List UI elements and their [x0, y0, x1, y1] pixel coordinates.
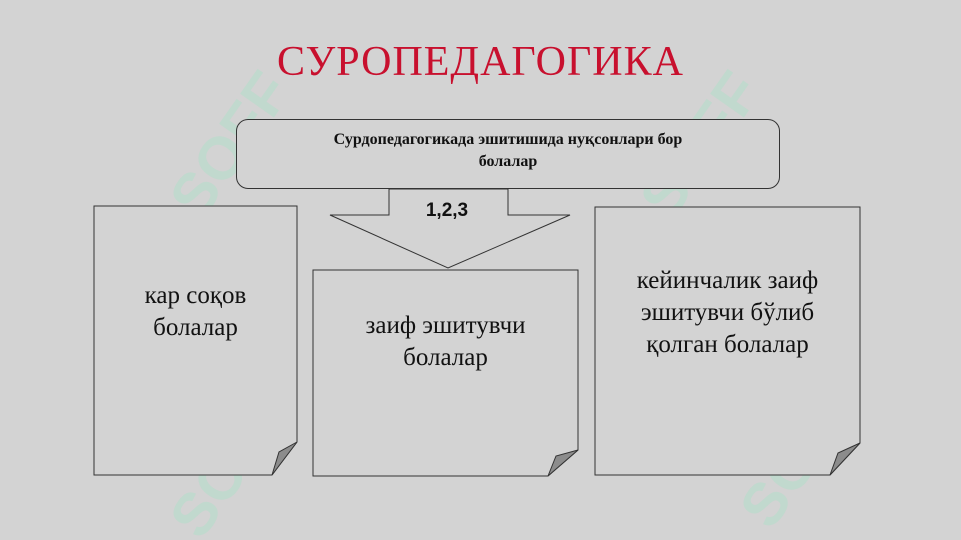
- page-text-middle: заиф эшитувчи болалар: [313, 310, 578, 374]
- page-right-line3: қолган болалар: [646, 331, 809, 358]
- page-right-line2: эшитувчи бўлиб: [640, 299, 815, 326]
- page-shape-right: [594, 206, 861, 476]
- page-left-line2: болалар: [153, 314, 238, 341]
- slide-title: СУРОПЕДАГОГИКА: [277, 39, 684, 85]
- arrow-label: 1,2,3: [425, 200, 469, 221]
- top-box-line2: болалар: [478, 153, 538, 170]
- page-shape-middle: [312, 269, 579, 477]
- page-text-right: кейинчалик заиф эшитувчи бўлиб қолган бо…: [595, 265, 860, 361]
- page-shape-left: [93, 205, 298, 476]
- top-box: Сурдопедагогикада эшитишида нуқсонлари б…: [236, 119, 780, 189]
- page-middle-line2: болалар: [403, 344, 488, 371]
- page-left-line1: кар соқов: [144, 282, 247, 309]
- down-arrow: [329, 188, 571, 269]
- page-text-left: кар соқов болалар: [94, 280, 297, 344]
- top-box-line1: Сурдопедагогикада эшитишида нуқсонлари б…: [333, 131, 683, 148]
- page-middle-line1: заиф эшитувчи: [365, 312, 526, 339]
- page-right-line1: кейинчалик заиф: [636, 267, 819, 294]
